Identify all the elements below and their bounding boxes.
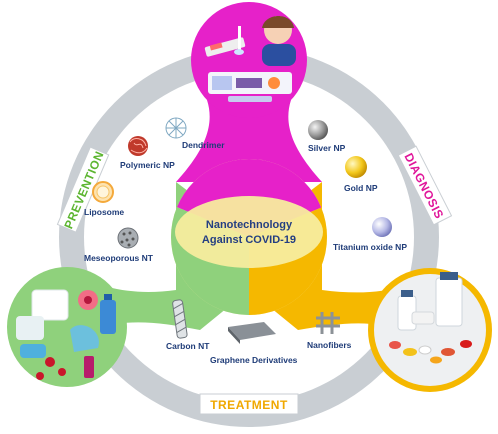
center-title-line1: Nanotechnology (206, 219, 293, 231)
treatment-bubble-inner (374, 274, 486, 386)
treatment-banner: TREATMENT (199, 393, 299, 415)
center-label-highlight (175, 196, 323, 268)
prevention-illustration (16, 289, 116, 380)
gold-np-label: Gold NP (344, 183, 378, 193)
carbon-nt-label: Carbon NT (166, 341, 210, 351)
mesoporous-nt-icon (117, 227, 139, 249)
titanium-oxide-np-icon (372, 217, 392, 237)
silver-np-icon (308, 120, 328, 140)
liposome-label: Liposome (84, 207, 124, 217)
liposome-icon (92, 181, 114, 203)
gold-np-icon (345, 156, 367, 178)
graphene-derivatives-icon (228, 322, 276, 344)
diagnosis-connector (176, 100, 322, 182)
diagnosis-illustration (204, 16, 296, 102)
mesoporous-nt-label: Meseoporous NT (84, 253, 154, 263)
svg-text:TREATMENT: TREATMENT (210, 398, 288, 412)
nanofibers-label: Nanofibers (307, 340, 352, 350)
treatment-illustration (389, 272, 472, 364)
carbon-nt-icon (172, 299, 188, 339)
nanofibers-icon (316, 312, 340, 334)
dendrimer-icon (165, 117, 187, 139)
titanium-oxide-np-label: Titanium oxide NP (333, 242, 407, 252)
dendrimer-label: Dendrimer (182, 140, 225, 150)
graphene-derivatives-label: Graphene Derivatives (210, 355, 298, 365)
polymeric-np-icon (128, 136, 148, 156)
center-title-line2: Against COVID-19 (202, 234, 296, 246)
silver-np-label: Silver NP (308, 143, 346, 153)
polymeric-np-label: Polymeric NP (120, 160, 175, 170)
